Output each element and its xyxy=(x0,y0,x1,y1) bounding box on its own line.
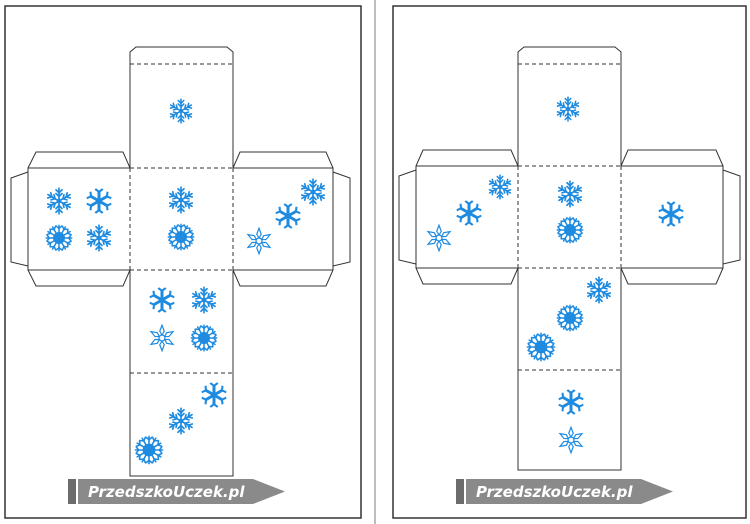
snowflake-icon xyxy=(557,217,583,243)
left-page-border xyxy=(4,5,362,519)
snowflake-icon xyxy=(168,224,194,250)
pencil-icon xyxy=(641,479,673,504)
right-sheet: PrzedszkoUczek.pl xyxy=(392,5,747,519)
right-page-border xyxy=(392,5,747,519)
left-fold-lines xyxy=(27,63,334,374)
snowflake-icon xyxy=(135,436,162,463)
right-fold-lines xyxy=(415,63,724,371)
pencil-icon xyxy=(253,479,285,504)
snowflake-icon xyxy=(557,305,583,331)
left-pencil-banner: PrzedszkoUczek.pl xyxy=(68,479,285,504)
right-column-outline xyxy=(517,64,622,471)
left-top-flap xyxy=(129,46,234,64)
right-brand-label: PrzedszkoUczek.pl xyxy=(476,483,633,501)
snowflake-icon xyxy=(191,325,217,351)
snowflake-icon xyxy=(527,333,554,360)
left-brand-label: PrzedszkoUczek.pl xyxy=(88,483,245,501)
right-top-flap xyxy=(517,46,622,64)
snowflake-icon xyxy=(46,225,72,251)
right-pencil-banner: PrzedszkoUczek.pl xyxy=(456,479,673,504)
left-sheet: PrzedszkoUczek.pl xyxy=(4,5,362,519)
